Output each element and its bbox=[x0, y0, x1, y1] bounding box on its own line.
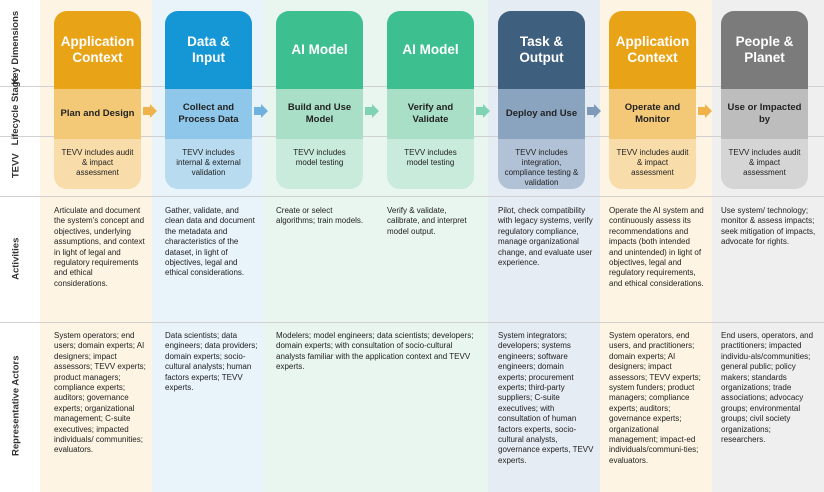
row-label-representative-actors: Representative Actors bbox=[10, 355, 22, 457]
activities-operate-monitor: Operate the AI system and continuously a… bbox=[609, 206, 704, 288]
activities-plan-design: Articulate and document the system's con… bbox=[54, 206, 145, 288]
arrow-right-icon bbox=[254, 104, 268, 118]
row-label-key-dimensions: Key Dimensions bbox=[10, 11, 22, 85]
activities-verify-validate: Verify & validate, calibrate, and interp… bbox=[387, 206, 467, 236]
tevv-note: TEVV includes model testing bbox=[404, 148, 457, 167]
dimension-title: Application Context bbox=[54, 11, 141, 89]
row-divider-tevv bbox=[0, 196, 824, 197]
tevv-note: TEVV includes model testing bbox=[293, 148, 346, 167]
actors-collect-data: Data scientists; data engineers; data pr… bbox=[165, 331, 258, 392]
lifecycle-stage-label: Collect and Process Data bbox=[165, 89, 252, 139]
activities-use-impacted: Use system/ technology; monitor & assess… bbox=[721, 206, 816, 247]
card-build-model: AI Model Build and Use Model TEVV includ… bbox=[276, 11, 363, 189]
actors-use-impacted: End users, operators, and practitioners;… bbox=[721, 331, 814, 444]
actors-deploy-use: System integrators; developers; systems … bbox=[498, 331, 594, 465]
arrow-right-icon bbox=[587, 104, 601, 118]
tevv-note: TEVV includes audit & impact assessment bbox=[616, 148, 689, 177]
row-label-activities: Activities bbox=[10, 237, 22, 281]
row-label-tevv: TEVV bbox=[10, 153, 22, 179]
actors-build-verify-model: Modelers; model engineers; data scientis… bbox=[276, 331, 474, 372]
arrow-right-icon bbox=[365, 104, 379, 118]
card-deploy-use: Task & Output Deploy and Use TEVV includ… bbox=[498, 11, 585, 189]
lifecycle-stage-label: Operate and Monitor bbox=[609, 89, 696, 139]
card-verify-validate: AI Model Verify and Validate TEVV includ… bbox=[387, 11, 474, 189]
tevv-note: TEVV includes audit & impact assessment bbox=[61, 148, 134, 177]
activities-deploy-use: Pilot, check compatibility with legacy s… bbox=[498, 206, 593, 267]
arrow-right-icon bbox=[698, 104, 712, 118]
lifecycle-stage-label: Verify and Validate bbox=[387, 89, 474, 139]
dimension-title: AI Model bbox=[387, 11, 474, 89]
card-collect-data: Data & Input Collect and Process Data TE… bbox=[165, 11, 252, 189]
dimension-title: Application Context bbox=[609, 11, 696, 89]
actors-plan-design: System operators; end users; domain expe… bbox=[54, 331, 146, 455]
tevv-note: TEVV includes integration, compliance te… bbox=[504, 148, 579, 187]
lifecycle-stage-label: Build and Use Model bbox=[276, 89, 363, 139]
dimension-title: AI Model bbox=[276, 11, 363, 89]
lifecycle-stage-label: Use or Impacted by bbox=[721, 89, 808, 139]
lifecycle-stage-label: Plan and Design bbox=[54, 89, 141, 139]
row-label-lifecycle-stage: Lifecycle Stage bbox=[10, 76, 22, 146]
arrow-right-icon bbox=[143, 104, 157, 118]
dimension-title: Task & Output bbox=[498, 11, 585, 89]
tevv-note: TEVV includes internal & external valida… bbox=[176, 148, 241, 177]
card-plan-design: Application Context Plan and Design TEVV… bbox=[54, 11, 141, 189]
tevv-note: TEVV includes audit & impact assessment bbox=[728, 148, 801, 177]
actors-operate-monitor: System operators, end users, and practit… bbox=[609, 331, 701, 465]
card-operate-monitor: Application Context Operate and Monitor … bbox=[609, 11, 696, 189]
card-use-impacted: People & Planet Use or Impacted by TEVV … bbox=[721, 11, 808, 189]
row-divider-activities bbox=[0, 322, 824, 323]
dimension-title: People & Planet bbox=[721, 11, 808, 89]
activities-build-model: Create or select algorithms; train model… bbox=[276, 206, 364, 226]
lifecycle-stage-label: Deploy and Use bbox=[498, 89, 585, 139]
activities-collect-data: Gather, validate, and clean data and doc… bbox=[165, 206, 255, 278]
arrow-right-icon bbox=[476, 104, 490, 118]
dimension-title: Data & Input bbox=[165, 11, 252, 89]
